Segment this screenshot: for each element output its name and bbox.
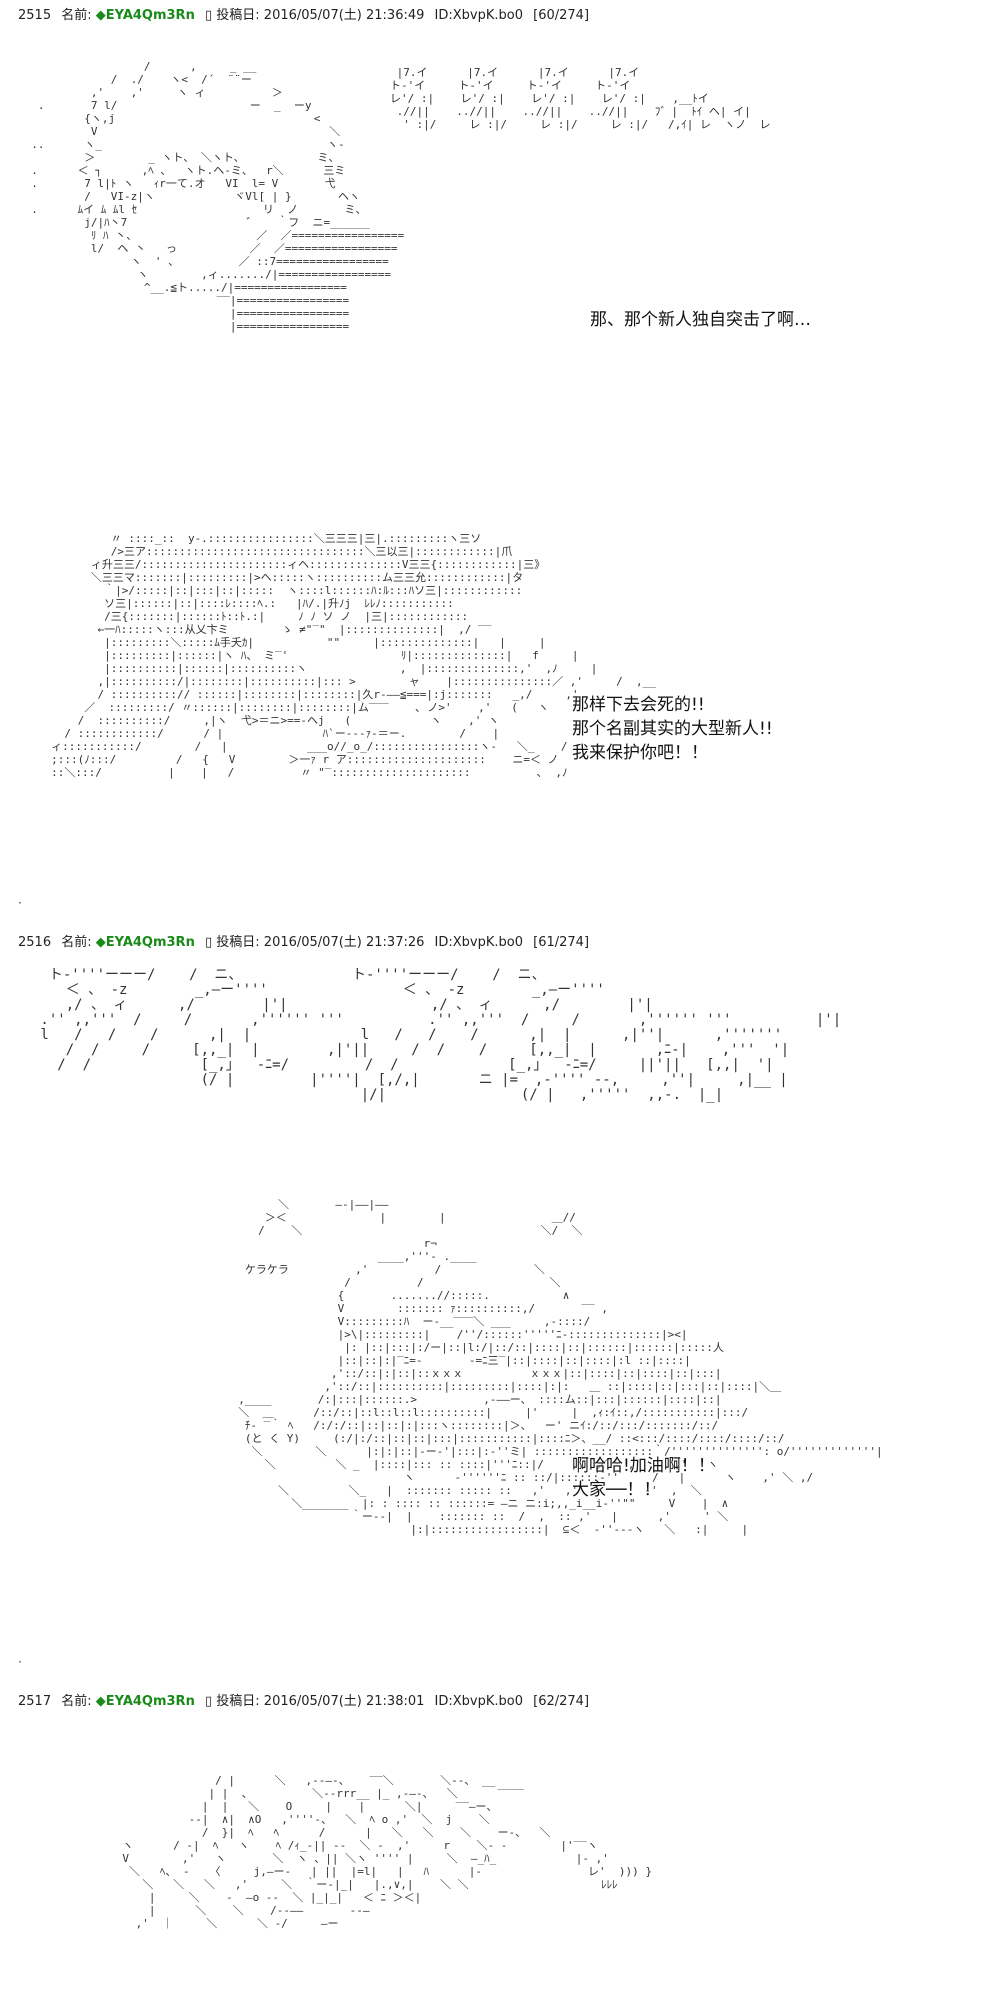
post-count: [61/274] (533, 935, 590, 950)
post-number: 2515 (18, 8, 52, 23)
poster-id[interactable]: ID:XbvpK.bo0 (434, 1694, 523, 1709)
dialog-text: 那样下去会死的!! 那个名副其实的大型新人!! 我来保护你吧！！ (572, 695, 773, 763)
mail-icon: ▯ (204, 8, 213, 23)
post-date: 2016/05/07(土) 21:38:01 (263, 1694, 425, 1709)
post-date: 2016/05/07(土) 21:36:49 (263, 8, 425, 23)
mail-icon: ▯ (204, 1694, 213, 1709)
name-label: 名前: (61, 935, 92, 950)
ascii-art-cannon-barrels: |7.イ |7.イ |7.イ |7.イ ト-'イ ト-'イ ト-'イ ト-'イ … (390, 66, 771, 131)
ascii-art-character-cheering: ＼ ―‐|――|―― ＞＜ | | ＿// / ＼ ＼/ ＼ r¬ ____,'… (238, 1198, 883, 1536)
date-label: 投稿日: (216, 8, 260, 23)
dialog-text: 那、那个新人独自突击了啊… (590, 310, 811, 330)
date-label: 投稿日: (216, 935, 260, 950)
post-date: 2016/05/07(土) 21:37:26 (263, 935, 425, 950)
post-header: 2515 名前: ◆EYA4Qm3Rn ▯ 投稿日: 2016/05/07(土)… (18, 4, 590, 23)
post-separator: · (18, 896, 22, 910)
post-separator: · (18, 1655, 22, 1669)
date-label: 投稿日: (216, 1694, 260, 1709)
poster-id[interactable]: ID:XbvpK.bo0 (434, 935, 523, 950)
poster-id[interactable]: ID:XbvpK.bo0 (434, 8, 523, 23)
mail-icon: ▯ (204, 935, 213, 950)
post-header: 2517 名前: ◆EYA4Qm3Rn ▯ 投稿日: 2016/05/07(土)… (18, 1690, 590, 1709)
ascii-art-character-helper: 〃 ::::_:: y-.::::::::::::::::＼三三三|三|.:::… (51, 532, 656, 779)
ascii-art-sound-effect-laugh: ト‐''''ーーー/ / ニ、 ト‐''''ーーー/ / ニ、 ＜ 、 -z _… (40, 967, 842, 1103)
post-count: [62/274] (533, 1694, 590, 1709)
name-label: 名前: (61, 8, 92, 23)
post-count: [60/274] (533, 8, 590, 23)
sound-effect-label: ケラケラ (244, 1263, 289, 1276)
poster-name[interactable]: ◆EYA4Qm3Rn (95, 8, 195, 23)
ascii-art-character-cannon: / , _ __ / ./ ヽ< /´ ¨¨ー ,' ,' ヽ ィ ＞ . 7 … (31, 60, 405, 333)
post-number: 2516 (18, 935, 52, 950)
dialog-text: 啊哈哈!加油啊！！ 大家──！！ (572, 1456, 715, 1500)
ascii-art-character-charging: / | ＼ ,--―-、 ‾‾＼ ＼‐-、 __ | | 、 ＼-‐rrr__ … (122, 1774, 652, 1930)
post-header: 2516 名前: ◆EYA4Qm3Rn ▯ 投稿日: 2016/05/07(土)… (18, 931, 590, 950)
poster-name[interactable]: ◆EYA4Qm3Rn (95, 1694, 195, 1709)
name-label: 名前: (61, 1694, 92, 1709)
post-number: 2517 (18, 1694, 52, 1709)
poster-name[interactable]: ◆EYA4Qm3Rn (95, 935, 195, 950)
